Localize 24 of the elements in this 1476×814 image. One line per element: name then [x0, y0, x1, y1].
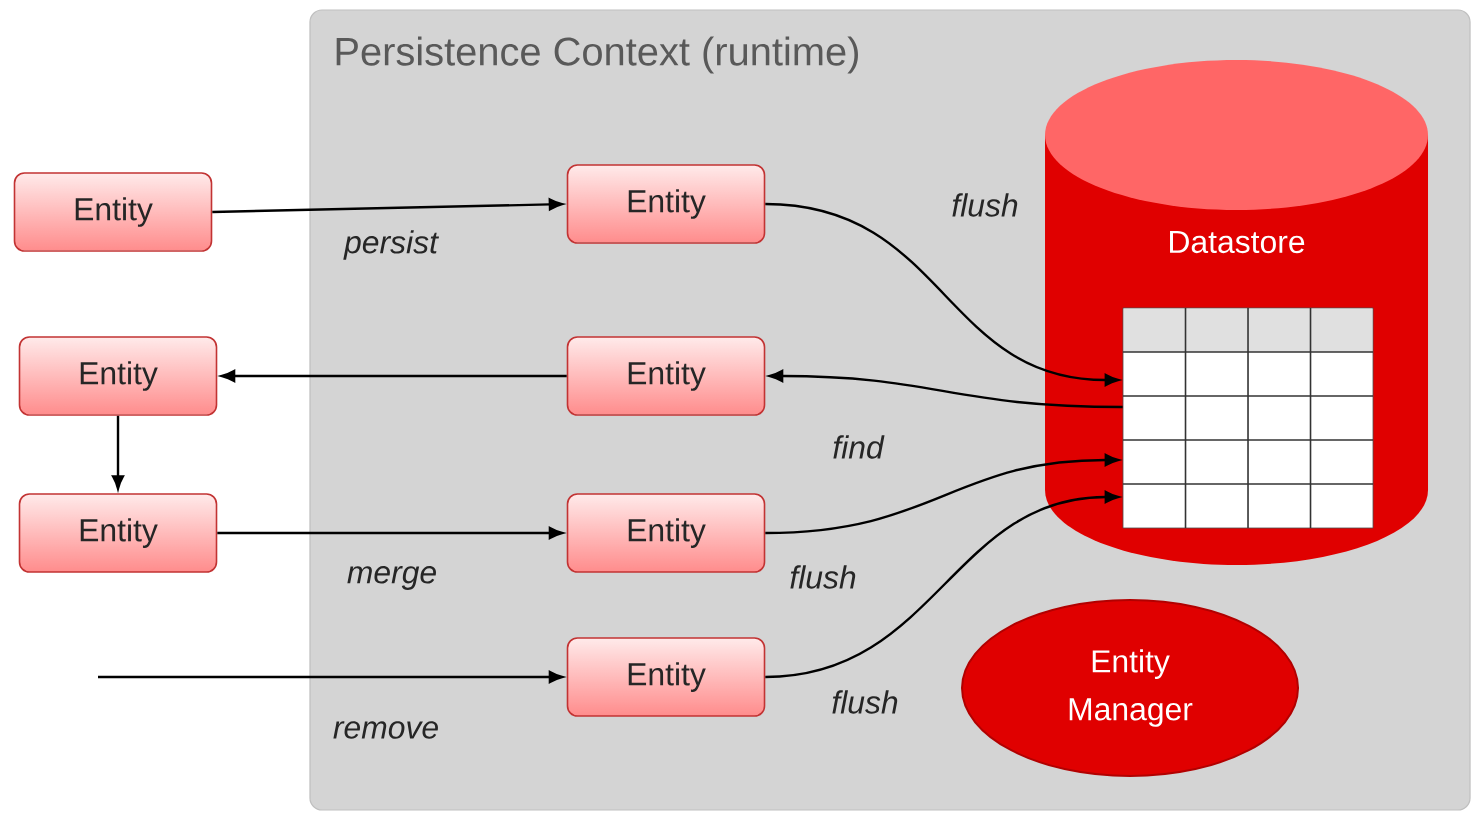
entity-box: Entity: [566, 164, 766, 244]
edge-label: flush: [790, 565, 856, 589]
edge-label: find: [833, 435, 885, 459]
arrow: [217, 526, 564, 540]
entity-box: Entity: [566, 493, 766, 573]
entity-box: Entity: [18, 336, 218, 416]
arrow: [111, 415, 125, 490]
entity-box: Entity: [13, 172, 213, 252]
arrow: [212, 198, 564, 214]
edge-label: remove: [333, 721, 438, 739]
entity-box: Entity: [566, 637, 766, 717]
arrow: [765, 202, 1120, 387]
edge-label: persist: [343, 230, 440, 260]
arrow: [98, 670, 564, 684]
edge-label: flush: [952, 193, 1018, 217]
data-table: [1122, 307, 1374, 529]
arrow: [765, 453, 1120, 535]
arrow: [765, 490, 1120, 679]
edge-label: flush: [832, 690, 898, 714]
edge-label: merge: [347, 566, 436, 590]
arrow: [768, 369, 1123, 409]
entity-box: Entity: [18, 493, 218, 573]
entity-box: Entity: [566, 336, 766, 416]
arrow: [220, 369, 567, 383]
